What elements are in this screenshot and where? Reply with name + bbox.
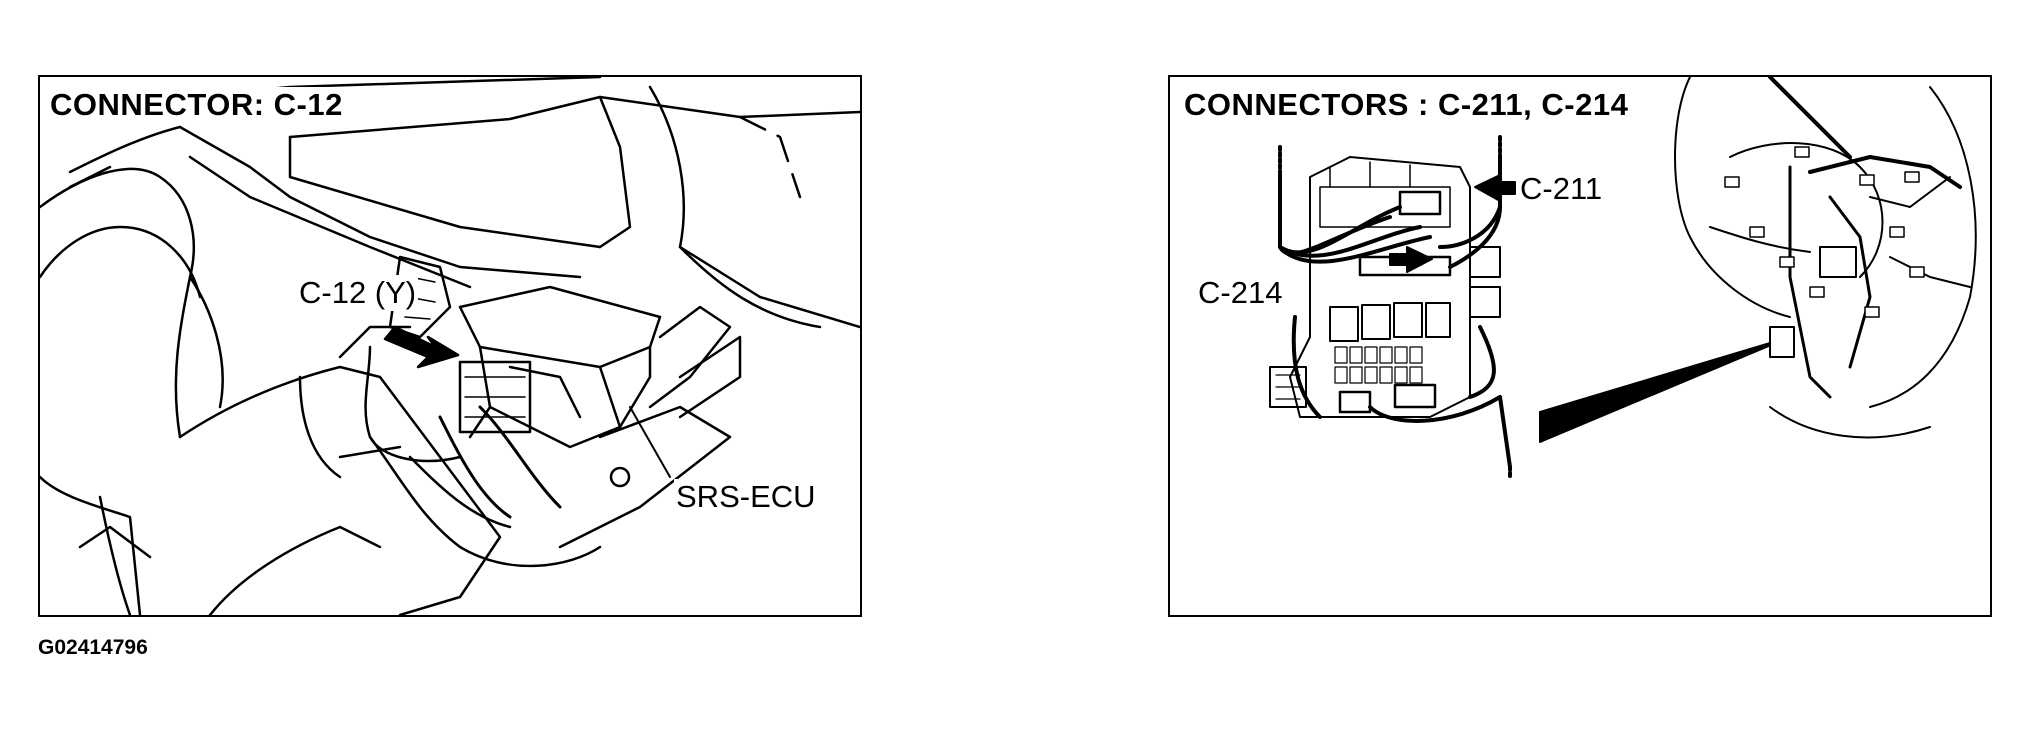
c214-connector-label: C-214 [1198, 275, 1283, 310]
left-panel-title: CONNECTOR: C-12 [46, 87, 347, 123]
right-illustration-panel: CONNECTORS : C-211, C-214 C-211 C-214 [1168, 75, 1992, 617]
srs-ecu-label: SRS-ECU [674, 479, 818, 515]
c211-connector-label: C-211 [1520, 171, 1603, 206]
left-illustration-panel: CONNECTOR: C-12 C-12 (Y) SRS-ECU [38, 75, 862, 617]
right-panel-title: CONNECTORS : C-211, C-214 [1180, 87, 1633, 123]
c12-connector-illustration [40, 77, 860, 615]
junction-block-illustration [1269, 77, 1977, 479]
figure-id-label: G02414796 [38, 636, 148, 659]
c12-connector-label: C-12 (Y) [297, 275, 419, 311]
